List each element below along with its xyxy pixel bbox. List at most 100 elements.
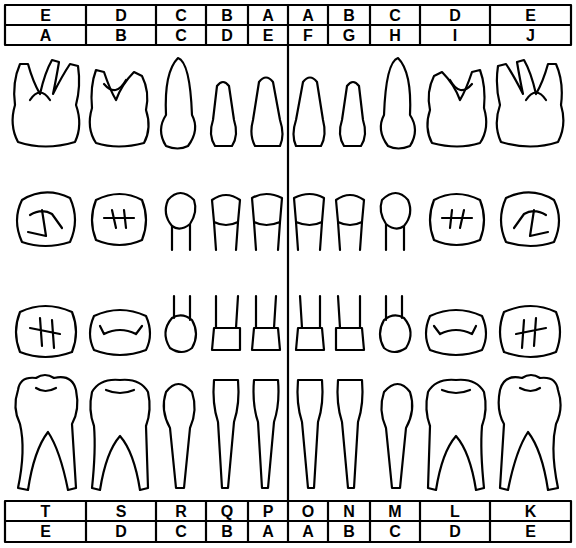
tooth-letter: B [221, 7, 233, 24]
tooth-letter: C [389, 523, 401, 540]
tooth-letter: S [116, 503, 127, 520]
tooth-letter: M [388, 503, 401, 520]
tooth-letter: C [389, 7, 401, 24]
tooth-letter: E [263, 27, 274, 44]
tooth-outline [30, 93, 50, 101]
table-cell: E [7, 522, 84, 541]
tooth-letter: A [302, 523, 314, 540]
tooth-outline [16, 306, 76, 357]
tooth-letter: A [262, 7, 274, 24]
tooth-letter: O [302, 503, 314, 520]
tooth-outline [254, 380, 279, 488]
table-cell: C [158, 522, 204, 541]
tooth-letter: E [40, 523, 51, 540]
table-cell: K [492, 502, 569, 520]
table-cell: C [372, 522, 418, 541]
tooth-outline [489, 501, 491, 542]
tooth-outline [104, 210, 134, 228]
tooth-outline [247, 5, 249, 45]
table-cell: A [250, 522, 286, 541]
tooth-outline [165, 296, 196, 352]
tooth-letter: E [40, 7, 51, 24]
tooth-letter: E [525, 7, 536, 24]
tooth-letter: T [41, 503, 51, 520]
table-cell: T [7, 502, 84, 520]
table-cell: E [7, 6, 84, 24]
tooth-outline [15, 375, 77, 490]
table-cell: R [158, 502, 204, 520]
tooth-letter: R [175, 503, 187, 520]
tooth-letter: B [221, 523, 233, 540]
table-cell: N [330, 502, 368, 520]
table-cell: D [422, 6, 488, 24]
tooth-outline [92, 194, 146, 245]
table-cell: E [492, 6, 569, 24]
tooth-letter: Q [221, 503, 233, 520]
table-cell: B [88, 26, 154, 44]
tooth-letter: K [525, 503, 537, 520]
tooth-outline [30, 318, 60, 348]
tooth-outline [489, 5, 491, 45]
teeth-half [294, 58, 564, 490]
tooth-letter: E [525, 523, 536, 540]
tooth-outline [155, 501, 157, 542]
tooth-letter: B [343, 523, 355, 540]
table-cell: B [330, 522, 368, 541]
tooth-outline [166, 193, 196, 250]
tooth-outline [104, 80, 126, 90]
tooth-outline [17, 192, 75, 246]
table-cell: B [208, 6, 246, 24]
tooth-letter: G [343, 27, 355, 44]
tooth-letter: F [303, 27, 313, 44]
table-cell: D [422, 522, 488, 541]
tooth-outline [28, 210, 62, 236]
table-cell: H [372, 26, 418, 44]
table-cell: A [7, 26, 84, 44]
table-cell: A [290, 522, 326, 541]
table-grid [5, 5, 571, 542]
tooth-letter: H [389, 27, 401, 44]
tooth-outline [247, 501, 249, 542]
table-cell: J [492, 26, 569, 44]
tooth-outline [106, 390, 134, 393]
tooth-outline [85, 5, 87, 45]
table-cell: I [422, 26, 488, 44]
tooth-outline [90, 70, 149, 147]
tooth-letter: D [115, 523, 127, 540]
tooth-letter: D [449, 523, 461, 540]
tooth-letter: D [115, 7, 127, 24]
table-cell: P [250, 502, 286, 520]
tooth-letter: C [175, 7, 187, 24]
tooth-letter: N [343, 503, 355, 520]
table-cell: D [88, 522, 154, 541]
tooth-outline [161, 58, 195, 149]
table-cell: O [290, 502, 326, 520]
tooth-letter: B [115, 27, 127, 44]
table-cell: L [422, 502, 488, 520]
tooth-outline [214, 380, 239, 488]
tooth-letter: A [302, 7, 314, 24]
tooth-outline [369, 501, 371, 542]
tooth-outline [287, 5, 289, 542]
tooth-letter: D [449, 7, 461, 24]
tooth-letter: L [450, 503, 460, 520]
tooth-outline [155, 5, 157, 45]
tooth-outline [252, 194, 282, 250]
tooth-letter: I [453, 27, 457, 44]
tooth-letter: J [526, 27, 535, 44]
tooth-outline [164, 384, 195, 488]
tooth-outline [251, 78, 282, 147]
table-cell: S [88, 502, 154, 520]
teeth-half [13, 58, 283, 490]
table-cell: C [372, 6, 418, 24]
table-cell: E [250, 26, 286, 44]
tooth-outline [85, 501, 87, 542]
tooth-outline [13, 60, 80, 147]
table-cell: D [208, 26, 246, 44]
table-cell: C [158, 6, 204, 24]
tooth-letter: A [262, 523, 274, 540]
tooth-letter: A [40, 27, 52, 44]
tooth-letter: C [175, 523, 187, 540]
tooth-letter: D [221, 27, 233, 44]
